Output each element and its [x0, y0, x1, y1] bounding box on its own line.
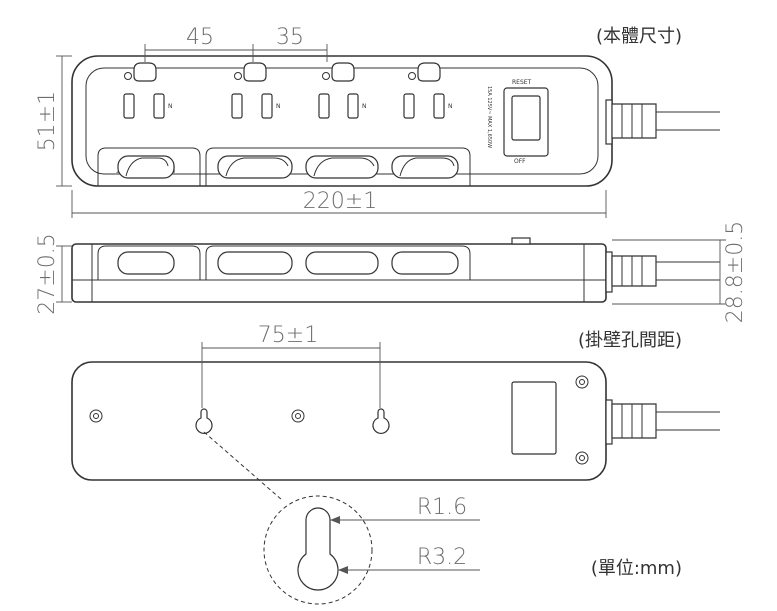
usb-port [433, 93, 445, 119]
dim-length: 220±1 [303, 189, 377, 214]
rocker-switch-2 [217, 155, 293, 179]
ground-mark-icon [408, 72, 416, 80]
port-mark-n: N [168, 103, 173, 110]
switch-panel-left [97, 147, 201, 186]
outlet-group-2: N [231, 62, 281, 119]
dim-radius-large: R3.2 [417, 545, 467, 570]
dim-height: 51±1 [35, 91, 60, 151]
off-label: OFF [514, 158, 526, 165]
top-view: N N N N [35, 25, 720, 218]
dim-side-height: 27±0.5 [35, 233, 60, 314]
side-power-cord [605, 251, 720, 293]
master-switch [511, 95, 541, 141]
port-mark-n: N [448, 103, 453, 110]
outlet-group-1: N [123, 62, 173, 119]
unit-label: (單位:mm) [591, 558, 682, 579]
ground-slot [133, 62, 157, 82]
rating-label: 15A 125V~ MAX 1,650W [486, 86, 492, 148]
reset-label: RESET [512, 79, 532, 86]
ground-slot [243, 62, 267, 82]
usb-port [347, 93, 359, 119]
screw-hole [89, 409, 103, 423]
label-area [511, 381, 557, 455]
keyhole-right [372, 408, 390, 434]
dim-radius-small: R1.6 [417, 495, 467, 520]
dim-gap-a: 45 [186, 25, 214, 50]
rocker-switch-4 [391, 155, 459, 179]
usb-port [231, 93, 243, 119]
usb-port [123, 93, 135, 119]
outlet-group-3: N [318, 62, 367, 119]
side-switch-1 [117, 251, 175, 275]
screw-hole [575, 451, 589, 465]
port-mark-n: N [276, 103, 281, 110]
ground-mark-icon [124, 72, 132, 80]
side-switch-3 [305, 251, 379, 275]
usb-port [261, 93, 273, 119]
bottom-view: 75±1 (掛壁孔間距) R1.6 R3.2 (單位:mm) [71, 323, 720, 605]
power-cord [605, 99, 720, 145]
keyhole-left [195, 408, 213, 434]
bottom-power-cord [605, 399, 720, 445]
switch-panel-right [205, 147, 471, 186]
side-switch-4 [391, 251, 459, 275]
usb-port [403, 93, 415, 119]
usb-port [318, 93, 330, 119]
dim-gap-b: 35 [276, 25, 304, 50]
port-mark-n: N [362, 103, 367, 110]
detail-circle [263, 495, 373, 605]
body-size-label: (本體尺寸) [596, 26, 682, 47]
rocker-switch-1 [116, 155, 175, 179]
ground-slot [331, 62, 355, 82]
outlet-group-4: N [403, 62, 453, 119]
side-switch-2 [217, 251, 293, 275]
keyhole-detail [297, 507, 339, 591]
side-reset-button [511, 237, 531, 245]
rocker-switch-3 [305, 155, 379, 179]
ground-mark-icon [322, 72, 330, 80]
ground-mark-icon [234, 72, 242, 80]
dim-hole-spacing: 75±1 [258, 323, 318, 348]
ground-slot [417, 62, 441, 82]
dim-side-height-max: 28.8±0.5 [723, 221, 748, 323]
side-view: 27±0.5 28.8±0.5 [35, 221, 748, 323]
screw-hole [291, 409, 305, 423]
usb-port [153, 93, 165, 119]
screw-hole [575, 375, 589, 389]
hole-spacing-label: (掛壁孔間距) [578, 330, 682, 351]
